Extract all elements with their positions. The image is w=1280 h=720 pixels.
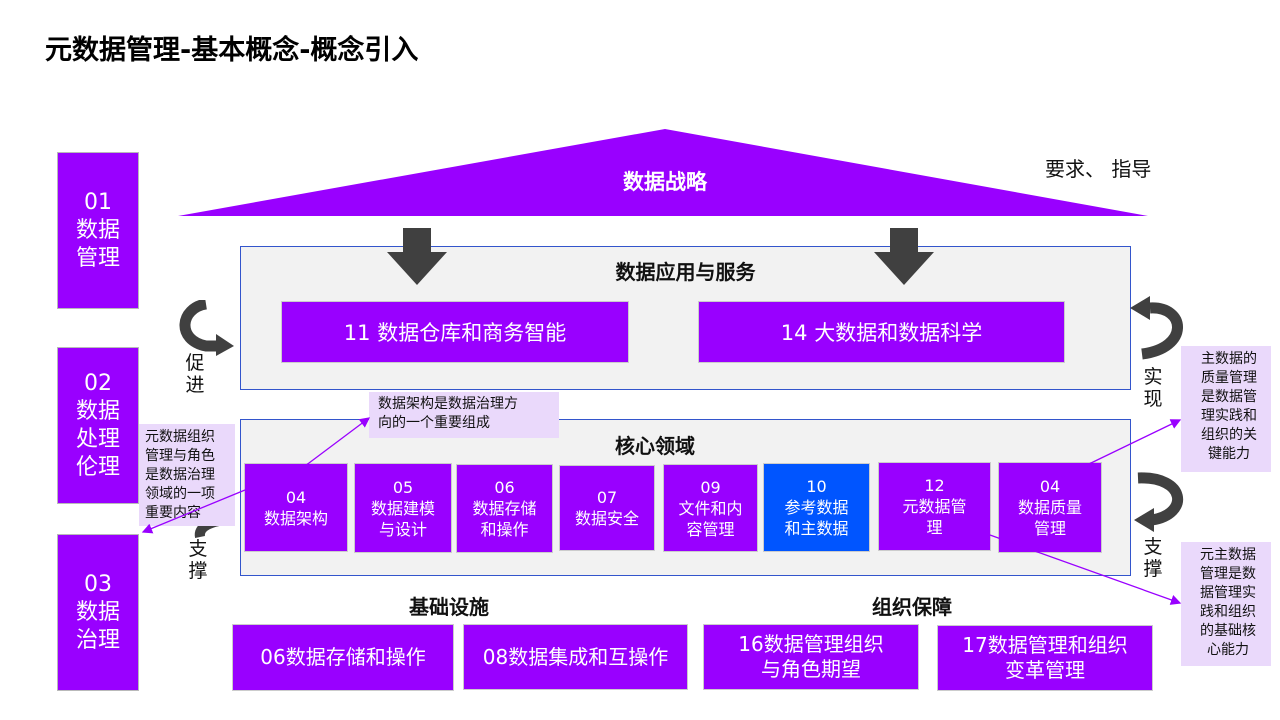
curved-arrow-right-bottom-icon: [1134, 472, 1183, 532]
left-block-number: 03: [84, 571, 112, 597]
down-arrow-icon: [874, 228, 934, 285]
core-item-label: 数据架构: [263, 508, 328, 528]
org-item-change: 17数据管理和组织 变革管理: [937, 625, 1153, 691]
core-item-storage: 06 数据存储 和操作: [456, 464, 553, 553]
strategy-roof: [178, 129, 1148, 216]
core-item-label: 文件和内 容管理: [678, 498, 743, 539]
promote-label: 促 进: [185, 352, 205, 396]
core-item-number: 04: [1039, 477, 1061, 496]
down-arrow-icon: [387, 228, 447, 285]
core-item-label: 数据质量 管理: [1017, 498, 1082, 538]
note-architecture: 数据架构是数据治理方 向的一个重要组成: [369, 392, 559, 438]
org-item-roles: 16数据管理组织 与角色期望: [703, 624, 919, 690]
core-item-number: 06: [494, 478, 515, 497]
left-block-data-management: 01 数据 管理: [57, 152, 139, 309]
curved-arrow-right-top-icon: [1130, 296, 1183, 360]
left-block-data-governance: 03 数据 治理: [57, 534, 139, 691]
core-item-number: 12: [924, 476, 945, 495]
note-metadata-roles: 元数据组织 管理与角色 是数据治理 领域的一项 重要内容: [139, 424, 235, 526]
core-item-label: 元数据管 理: [902, 497, 967, 537]
core-item-label: 数据存储 和操作: [472, 499, 537, 539]
app-item-bigdata: 14 大数据和数据科学: [698, 301, 1065, 363]
infra-item-storage: 06数据存储和操作: [232, 624, 454, 691]
app-item-dw-bi: 11 数据仓库和商务智能: [281, 301, 629, 363]
core-item-number: 09: [700, 477, 721, 497]
core-item-number: 05: [392, 477, 414, 497]
requirement-label: 要求、 指导: [1045, 157, 1152, 181]
core-item-label: 数据建模 与设计: [370, 498, 435, 539]
left-block-number: 01: [84, 189, 112, 215]
core-item-quality: 04 数据质量 管理: [998, 462, 1102, 553]
left-block-label: 数据 处理 伦理: [75, 398, 120, 480]
core-domains-title: 核心领域: [615, 434, 695, 458]
core-item-number: 07: [596, 488, 618, 507]
core-item-security: 07 数据安全: [559, 465, 655, 551]
core-item-documents: 09 文件和内 容管理: [663, 464, 758, 552]
curved-arrow-left-top-icon: [179, 300, 234, 356]
page-title: 元数据管理-基本概念-概念引入: [45, 35, 419, 66]
support-right-label: 支 撑: [1143, 536, 1163, 580]
note-master-data-quality: 主数据的 质量管理 是数据管 理实践和 组织的关 键能力: [1181, 346, 1271, 472]
core-item-label: 数据安全: [574, 509, 639, 528]
core-item-metadata: 12 元数据管 理: [878, 462, 991, 551]
left-block-label: 数据 治理: [75, 599, 120, 653]
core-item-reference-master: 10 参考数据 和主数据: [763, 463, 870, 552]
infra-item-integration: 08数据集成和互操作: [463, 624, 688, 690]
strategy-label: 数据战略: [623, 170, 707, 194]
infrastructure-label: 基础设施: [409, 595, 489, 619]
left-block-data-ethics: 02 数据 处理 伦理: [57, 347, 139, 504]
app-services-title: 数据应用与服务: [615, 260, 756, 284]
core-item-modeling: 05 数据建模 与设计: [354, 463, 452, 553]
core-item-label: 参考数据 和主数据: [784, 498, 849, 538]
core-item-number: 04: [285, 487, 307, 507]
left-block-label: 数据 管理: [75, 217, 120, 271]
core-item-architecture: 04 数据架构: [244, 463, 348, 552]
left-block-number: 02: [84, 370, 112, 396]
support-left-label: 支 撑: [188, 538, 208, 582]
core-item-number: 10: [806, 477, 827, 496]
realize-label: 实 现: [1143, 366, 1163, 410]
organization-label: 组织保障: [872, 595, 952, 619]
note-metadata-master: 元主数据 管理是数 据管理实 践和组织 的基础核 心能力: [1181, 542, 1271, 666]
